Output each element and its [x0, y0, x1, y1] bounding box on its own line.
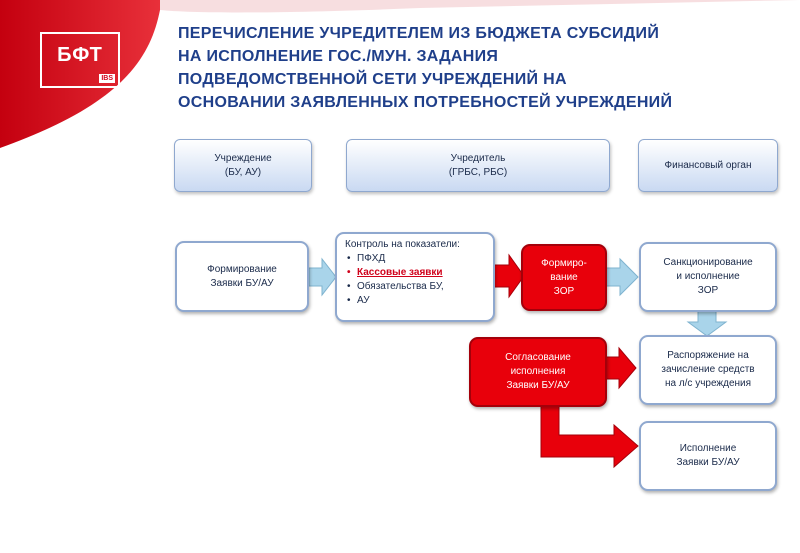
node-label: Согласование: [505, 352, 571, 363]
arrow-right-icon: [308, 257, 337, 297]
node-label: Заявки БУ/АУ: [210, 277, 274, 289]
logo-text: БФТ: [57, 44, 103, 66]
node-label: Исполнение: [679, 443, 737, 454]
list-item-highlighted: Кассовые заявки: [347, 266, 444, 280]
control-heading: Контроль на показатели:: [345, 239, 460, 250]
arrow-elbow-icon: [540, 403, 639, 469]
arrow-right-icon: [605, 346, 637, 390]
header-founder: Учредитель (ГРБС, РБС): [346, 139, 610, 192]
header-sublabel: (БУ, АУ): [224, 166, 262, 178]
header-institution: Учреждение (БУ, АУ): [174, 139, 312, 192]
node-approve: Согласование исполнения Заявки БУ/АУ: [469, 337, 607, 407]
node-label: Санкционирование: [663, 257, 753, 268]
node-label: вание: [550, 271, 578, 283]
node-label: ЗОР: [553, 285, 575, 297]
node-label: ЗОР: [697, 285, 719, 296]
node-label: Формирование: [207, 263, 277, 275]
arrow-down-icon: [686, 309, 728, 337]
node-label: Заявки БУ/АУ: [506, 380, 570, 391]
node-control: Контроль на показатели: ПФХД Кассовые за…: [335, 232, 495, 322]
list-item-continuation: АУ: [347, 294, 444, 308]
title-line: ОСНОВАНИИ ЗАЯВЛЕННЫХ ПОТРЕБНОСТЕЙ УЧРЕЖД…: [178, 94, 673, 111]
logo-sub: IBS: [99, 74, 115, 83]
header-finance: Финансовый орган: [638, 139, 778, 192]
arrow-right-icon: [493, 253, 525, 299]
page-title: ПЕРЕЧИСЛЕНИЕ УЧРЕДИТЕЛЕМ ИЗ БЮДЖЕТА СУБС…: [178, 22, 778, 114]
list-item: ПФХД: [347, 252, 444, 266]
header-label: Учредитель: [450, 152, 506, 164]
control-list: ПФХД Кассовые заявки Обязательства БУ, А…: [345, 252, 444, 308]
node-label: Заявки БУ/АУ: [676, 457, 740, 468]
title-line: НА ИСПОЛНЕНИЕ ГОС./МУН. ЗАДАНИЯ: [178, 48, 499, 65]
node-label: на л/с учреждения: [664, 378, 752, 389]
header-sublabel: (ГРБС, РБС): [448, 166, 508, 178]
node-form-zor: Формиро- вание ЗОР: [521, 244, 607, 311]
node-label: и исполнение: [676, 271, 740, 282]
node-form-request: Формирование Заявки БУ/АУ: [175, 241, 309, 312]
node-label: зачисление средств: [661, 364, 755, 375]
title-line: ПЕРЕЧИСЛЕНИЕ УЧРЕДИТЕЛЕМ ИЗ БЮДЖЕТА СУБС…: [178, 25, 660, 42]
node-label: Формиро-: [541, 257, 587, 269]
list-item: Обязательства БУ,: [347, 280, 444, 294]
header-label: Финансовый орган: [664, 159, 752, 171]
brand-logo: БФТ IBS: [40, 32, 120, 88]
node-sanction: Санкционирование и исполнение ЗОР: [639, 242, 777, 312]
node-label: Распоряжение на: [667, 350, 749, 361]
node-order: Распоряжение на зачисление средств на л/…: [639, 335, 777, 405]
node-label: исполнения: [510, 366, 566, 377]
title-line: ПОДВЕДОМСТВЕННОЙ СЕТИ УЧРЕЖДЕНИЙ НА: [178, 71, 567, 88]
header-label: Учреждение: [214, 152, 272, 164]
node-execute: Исполнение Заявки БУ/АУ: [639, 421, 777, 491]
arrow-right-icon: [605, 257, 639, 297]
